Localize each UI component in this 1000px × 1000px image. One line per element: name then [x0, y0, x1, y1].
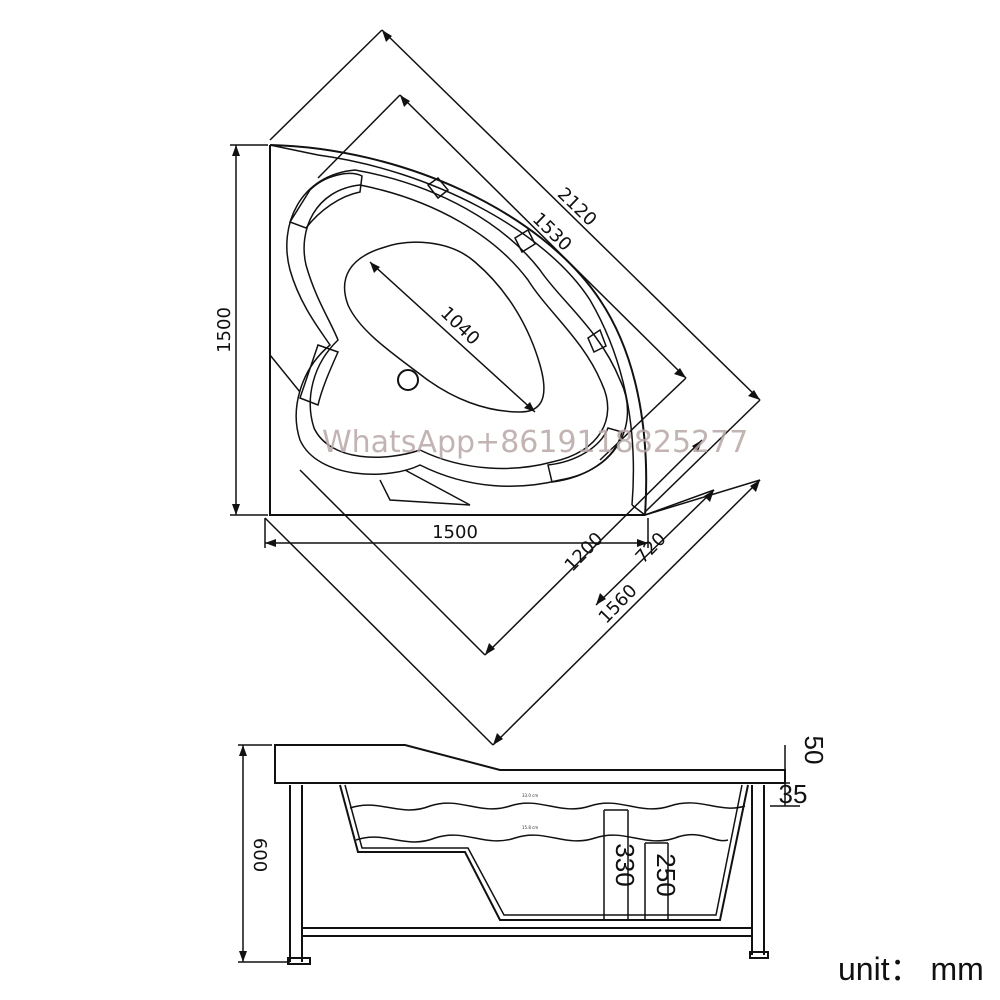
dim-overall-depth [264, 479, 761, 746]
dim-outer-diagonal-label: 2120 [553, 184, 601, 231]
dim-outer-diagonal [269, 29, 761, 513]
dim-side-vertical-label: 1500 [214, 307, 235, 353]
dim-front-depth-label: 720 [632, 529, 671, 568]
dim-side-horizontal-label: 1500 [432, 522, 478, 543]
dim-side-vertical [230, 144, 268, 516]
dim-rim-label: 50 [799, 736, 829, 765]
dim-lip-label: 35 [779, 779, 808, 809]
dim-basin-length [369, 261, 536, 413]
tub-bowl [269, 169, 629, 506]
dim-inner-diagonal-label: 1530 [528, 209, 576, 256]
dim-basin-width [299, 439, 703, 656]
watermark-text: WhatsApp+8619118825277 [322, 425, 748, 460]
dim-water-high-label: 330 [610, 843, 640, 886]
side-view: 33.0 cm 15.8 cm [238, 744, 800, 965]
dim-basin-length-label: 1040 [436, 303, 484, 350]
water-line-low-label: 15.8 cm [522, 825, 538, 830]
dim-inner-diagonal [317, 94, 687, 461]
unit-label: unit： mm [838, 951, 984, 987]
dim-height-label: 600 [249, 838, 270, 872]
dim-water-low-label: 250 [651, 853, 681, 896]
water-line-high-label: 33.0 cm [522, 793, 538, 798]
plan-view: 1500 1500 2120 1530 [214, 29, 761, 746]
dim-basin-width-label: 1200 [561, 528, 608, 576]
dim-side-horizontal [264, 518, 649, 548]
tub-outline [269, 144, 648, 516]
